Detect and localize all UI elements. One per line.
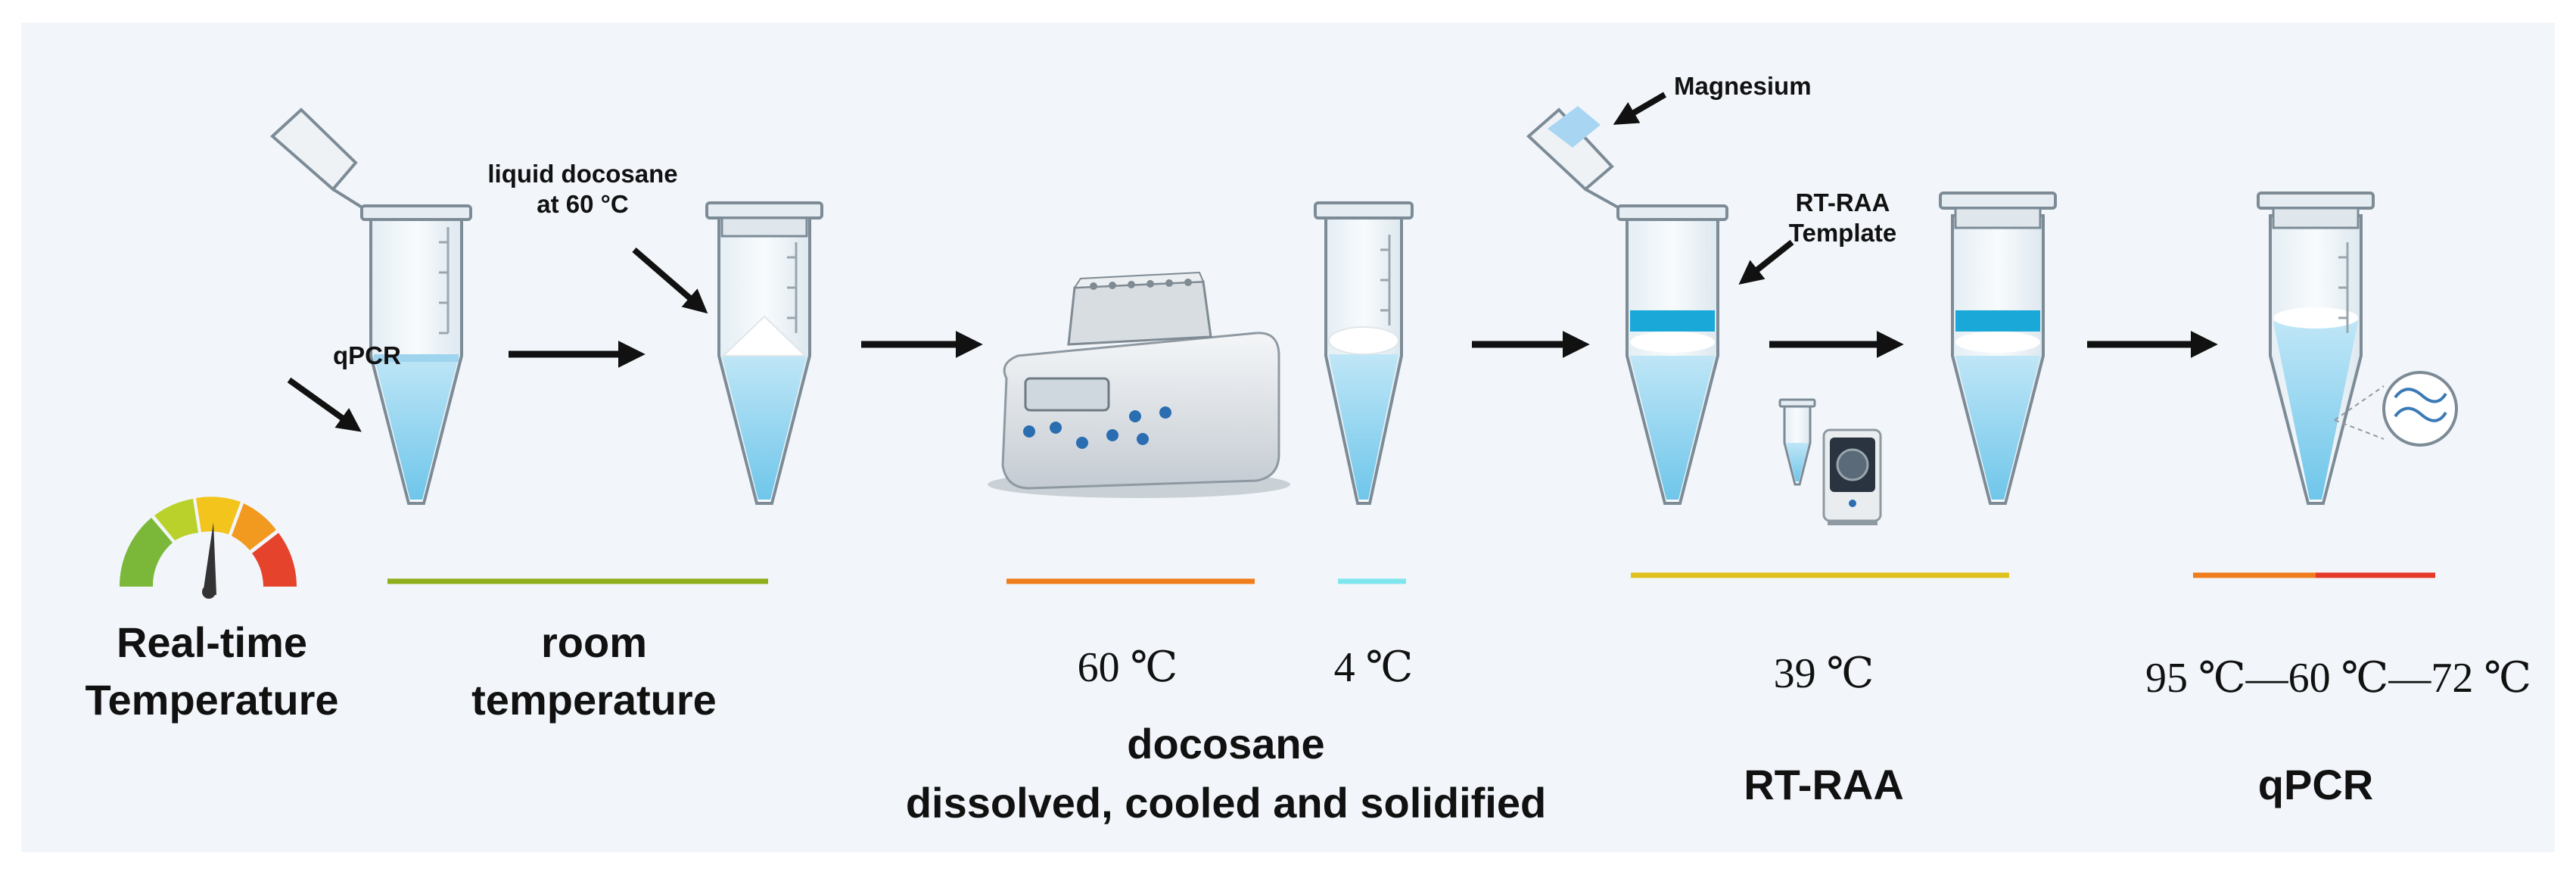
tube-qpcr-final: [2257, 192, 2375, 505]
callout-arrow: [1613, 92, 1667, 125]
callout-arrows: [287, 92, 1794, 432]
tube-rt-raa-open: [1526, 106, 1728, 505]
callout-arrow: [287, 377, 362, 432]
stage-room-line2: temperature: [471, 676, 717, 724]
callout-qpcr: qPCR: [333, 341, 401, 369]
callout-rt-raa-line2: Template: [1788, 219, 1897, 247]
temperature-gauge-icon: [119, 497, 297, 599]
temp-cycle: 95 ℃—60 ℃—72 ℃: [2145, 655, 2531, 702]
callout-magnesium: Magnesium: [1674, 72, 1812, 100]
legend-title-line1: Real-time: [116, 618, 308, 666]
temp-4c: 4 ℃: [1333, 644, 1414, 691]
stage-qpcr: qPCR: [2257, 761, 2374, 808]
legend-title-line2: Temperature: [85, 676, 339, 724]
process-arrows: [509, 331, 2218, 368]
callout-liquid-docosane-line2: at 60 °C: [537, 190, 629, 218]
dna-magnifier-icon: [2334, 371, 2458, 447]
temperature-bars: [387, 572, 2435, 584]
tube-rt-raa-closed: [1939, 192, 2057, 505]
stage-room-line1: room: [541, 618, 647, 666]
callout-arrow: [1738, 239, 1794, 285]
stage-rt-raa: RT-RAA: [1744, 761, 1904, 808]
tube-qpcr-open: [270, 107, 472, 505]
callout-rt-raa-line1: RT-RAA: [1795, 188, 1890, 216]
temp-39c: 39 ℃: [1773, 650, 1874, 697]
callout-arrow: [632, 247, 708, 314]
stage-docosane-line1: docosane: [1127, 720, 1325, 768]
stage-docosane-line2: dissolved, cooled and solidified: [905, 779, 1547, 827]
tube-cooled: [1314, 201, 1414, 505]
mini-centrifuge: [1778, 398, 1882, 525]
background-panel: [21, 23, 2555, 852]
temp-60c: 60 ℃: [1077, 644, 1178, 691]
heat-block-device: [988, 271, 1290, 498]
tube-docosane-added: [705, 201, 823, 505]
callout-liquid-docosane-line1: liquid docosane: [487, 160, 678, 188]
